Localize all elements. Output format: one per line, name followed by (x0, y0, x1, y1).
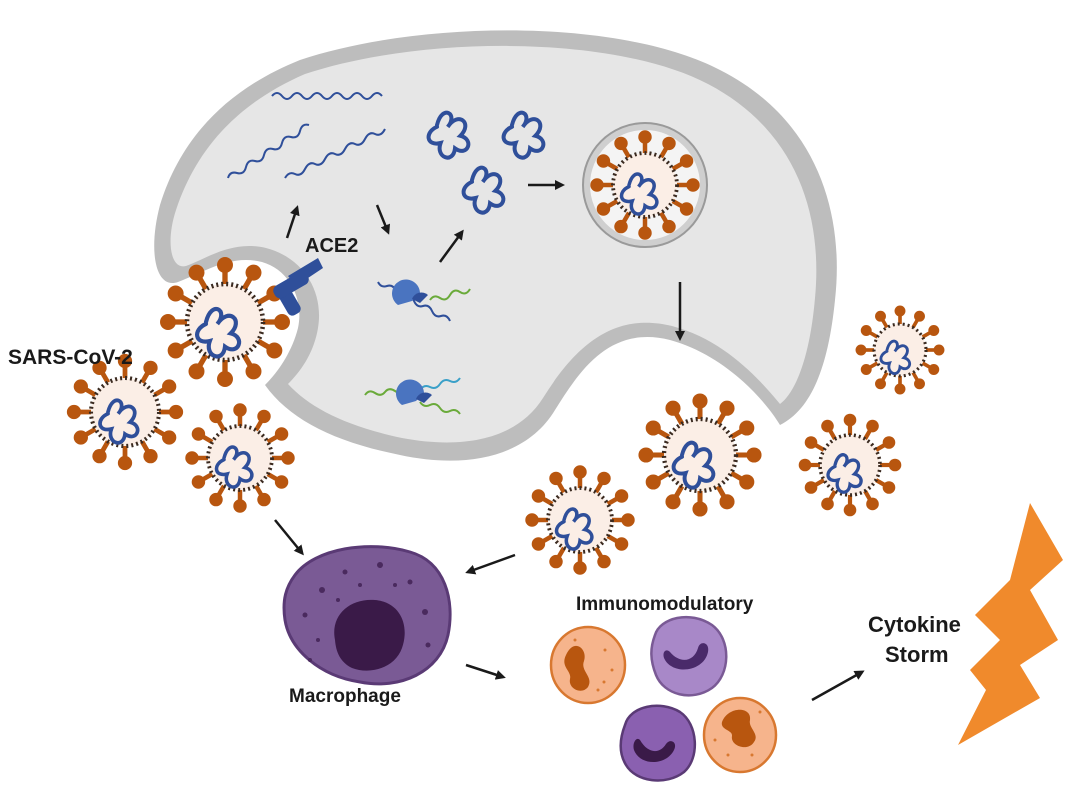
rna-strand-icon (271, 92, 383, 100)
arrow-icon (465, 553, 516, 575)
virus-icon (855, 305, 945, 395)
rna-blobs (426, 110, 546, 215)
arrow-icon (811, 670, 865, 702)
arrow-icon (465, 663, 506, 680)
rna-blob-icon (426, 110, 471, 160)
arrows-group (274, 180, 865, 702)
arrow-icon (285, 205, 300, 239)
rna-strand-icon (284, 128, 386, 179)
virus-icon (590, 130, 700, 240)
receptor-label: ACE2 (305, 235, 358, 257)
host-cell (154, 30, 837, 461)
virus-icon (798, 413, 902, 517)
immune-cell-icon (549, 625, 627, 705)
rna-blob-icon (501, 110, 546, 160)
virus-label: SARS-CoV-2 (8, 346, 133, 369)
ribosome-icon (392, 279, 428, 305)
immune-cells-label: Immunomodulatory (576, 594, 754, 615)
immune-cell-icon (702, 696, 778, 774)
virus-icon (525, 465, 635, 575)
arrow-icon (274, 519, 304, 556)
ace2-receptor-icon (273, 258, 323, 316)
arrow-icon (375, 204, 390, 235)
ribosome-icon (396, 379, 432, 405)
lightning-icon (958, 503, 1063, 745)
rna-strand-icon (419, 401, 461, 415)
rna-strand-icon (377, 281, 451, 322)
rna-strands-group (227, 92, 471, 415)
rna-blob-icon (461, 165, 506, 215)
rna-strand-icon (419, 377, 461, 391)
macrophage-label: Macrophage (289, 686, 401, 707)
arrow-icon (438, 229, 464, 263)
virus-icon (160, 257, 290, 387)
virus-icon (638, 393, 762, 517)
immune-cell-icon (619, 704, 697, 782)
rna-strand-icon (429, 288, 471, 301)
macrophage-icon (282, 545, 452, 686)
virus-group (66, 130, 945, 575)
immune-cell-icon (650, 615, 728, 697)
storm-label-line1: Cytokine (868, 612, 961, 637)
rna-strand-icon (227, 123, 310, 179)
storm-label-line2: Storm (885, 642, 949, 667)
virus-icon (66, 353, 184, 471)
virus-icon (185, 403, 295, 513)
